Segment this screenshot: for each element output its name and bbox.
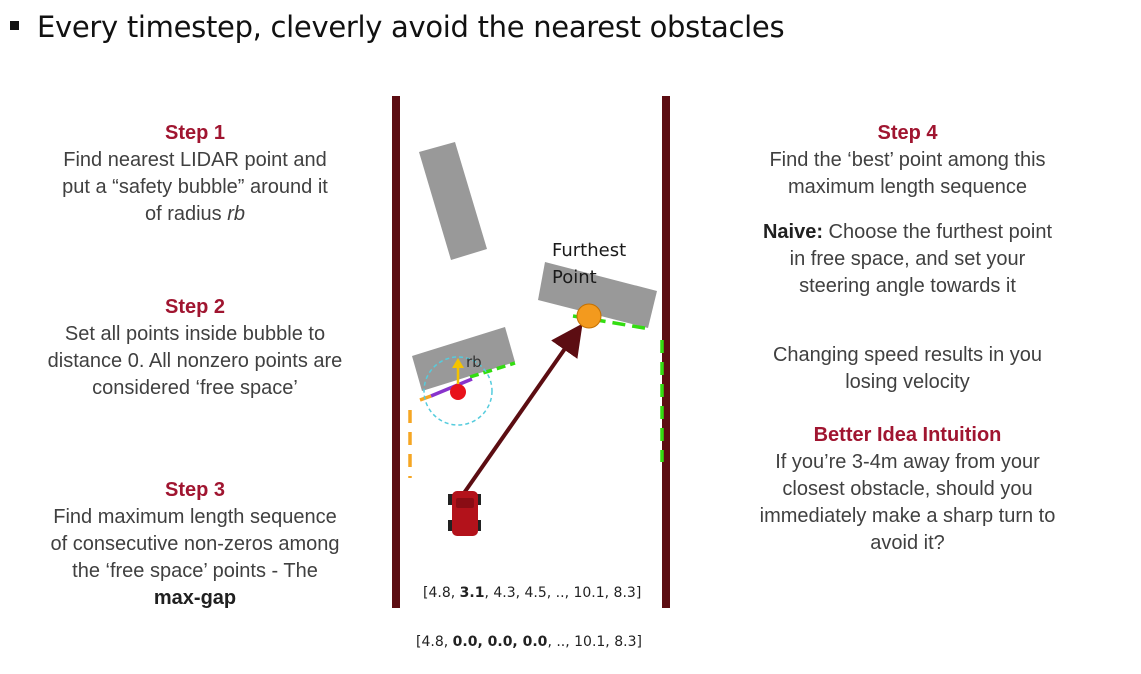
slide-header: Every timestep, cleverly avoid the neare…	[10, 10, 785, 44]
step4-block: Step 4 Find the ‘best’ point among this …	[735, 120, 1080, 201]
step1-line1: Find nearest LIDAR point and	[63, 149, 327, 171]
naive-line1-rest: Choose the furthest point	[822, 221, 1053, 243]
better-block: Better Idea Intuition If you’re 3-4m awa…	[735, 422, 1080, 557]
right-column: Step 4 Find the ‘best’ point among this …	[735, 120, 1080, 557]
array1-part1: 4.8,	[428, 585, 459, 601]
right-wall	[662, 96, 670, 608]
lidar-green-right-obstacle	[572, 314, 651, 331]
better-line3: immediately make a sharp turn to	[759, 505, 1056, 527]
step2-block: Step 2 Set all points inside bubble to d…	[20, 294, 370, 402]
step2-title: Step 2	[164, 296, 226, 318]
better-line4: avoid it?	[870, 532, 945, 554]
step3-block: Step 3 Find maximum length sequence of c…	[20, 477, 370, 612]
lidar-orange-left-obstacle	[419, 394, 432, 402]
slide-title: Every timestep, cleverly avoid the neare…	[37, 10, 785, 44]
naive-line1: Naive: Choose the furthest point	[735, 219, 1080, 246]
lidar-green-left-obstacle	[469, 361, 516, 379]
obstacle-top-left	[419, 142, 487, 260]
furthest-point-icon	[576, 303, 602, 329]
step3-line2: of consecutive non-zeros among	[50, 533, 340, 555]
nearest-point-icon	[450, 384, 466, 400]
step4-line1: Find the ‘best’ point among this	[769, 149, 1046, 171]
better-title: Better Idea Intuition	[813, 424, 1002, 446]
step4-line2: maximum length sequence	[787, 176, 1027, 198]
naive-line2: in free space, and set your	[789, 248, 1026, 270]
array1-part3: , 4.3, 4.5, .., 10.1, 8.3	[484, 585, 635, 601]
step1-title: Step 1	[164, 122, 226, 144]
car-icon	[448, 491, 481, 536]
furthest-label-line2: Point	[552, 267, 597, 288]
step1-radius-var: rb	[227, 203, 246, 225]
step4-title: Step 4	[877, 122, 938, 144]
speed-line2: losing velocity	[845, 371, 970, 393]
step2-line3: considered ‘free space’	[92, 377, 298, 399]
radius-arrowhead-icon	[452, 358, 464, 368]
step3-title: Step 3	[164, 479, 226, 501]
step3-line1: Find maximum length sequence	[53, 506, 337, 528]
naive-block: Naive: Choose the furthest point in free…	[735, 219, 1080, 300]
steering-arrow	[462, 323, 583, 495]
step1-line3-prefix: of radius	[144, 203, 228, 225]
array2-zeros: 0.0, 0.0, 0.0	[453, 634, 548, 650]
array2-part3: , .., 10.1, 8.3	[547, 634, 636, 650]
better-line1: If you’re 3-4m away from your	[775, 451, 1040, 473]
lidar-array-zeroed: [4.8, 0.0, 0.0, 0.0, .., 10.1, 8.3]	[416, 634, 642, 650]
step2-line2: distance 0. All nonzero points are	[47, 350, 343, 372]
obstacle-left	[412, 327, 515, 391]
naive-line3: steering angle towards it	[799, 275, 1016, 297]
safety-bubble	[423, 356, 493, 426]
step1-block: Step 1 Find nearest LIDAR point and put …	[25, 120, 365, 228]
better-line2: closest obstacle, should you	[782, 478, 1033, 500]
step3-line3: the ‘free space’ points - The	[72, 560, 318, 582]
rb-label: rb	[466, 353, 482, 371]
lidar-array-raw: [4.8, 3.1, 4.3, 4.5, .., 10.1, 8.3]	[423, 585, 641, 601]
step2-line1: Set all points inside bubble to	[64, 323, 326, 345]
speed-block: Changing speed results in you losing vel…	[735, 342, 1080, 396]
furthest-label-line1: Furthest	[552, 240, 626, 261]
left-wall	[392, 96, 400, 608]
naive-label: Naive:	[762, 221, 823, 243]
step1-line2: put a “safety bubble” around it	[62, 176, 328, 198]
obstacle-right	[538, 262, 657, 328]
array1-nearest: 3.1	[460, 585, 485, 601]
step1-line3: of radius rb	[25, 201, 365, 228]
step3-line4: max-gap	[153, 587, 237, 609]
bullet-icon	[10, 20, 19, 30]
speed-line1: Changing speed results in you	[772, 344, 1043, 366]
array2-part1: 4.8,	[421, 634, 452, 650]
